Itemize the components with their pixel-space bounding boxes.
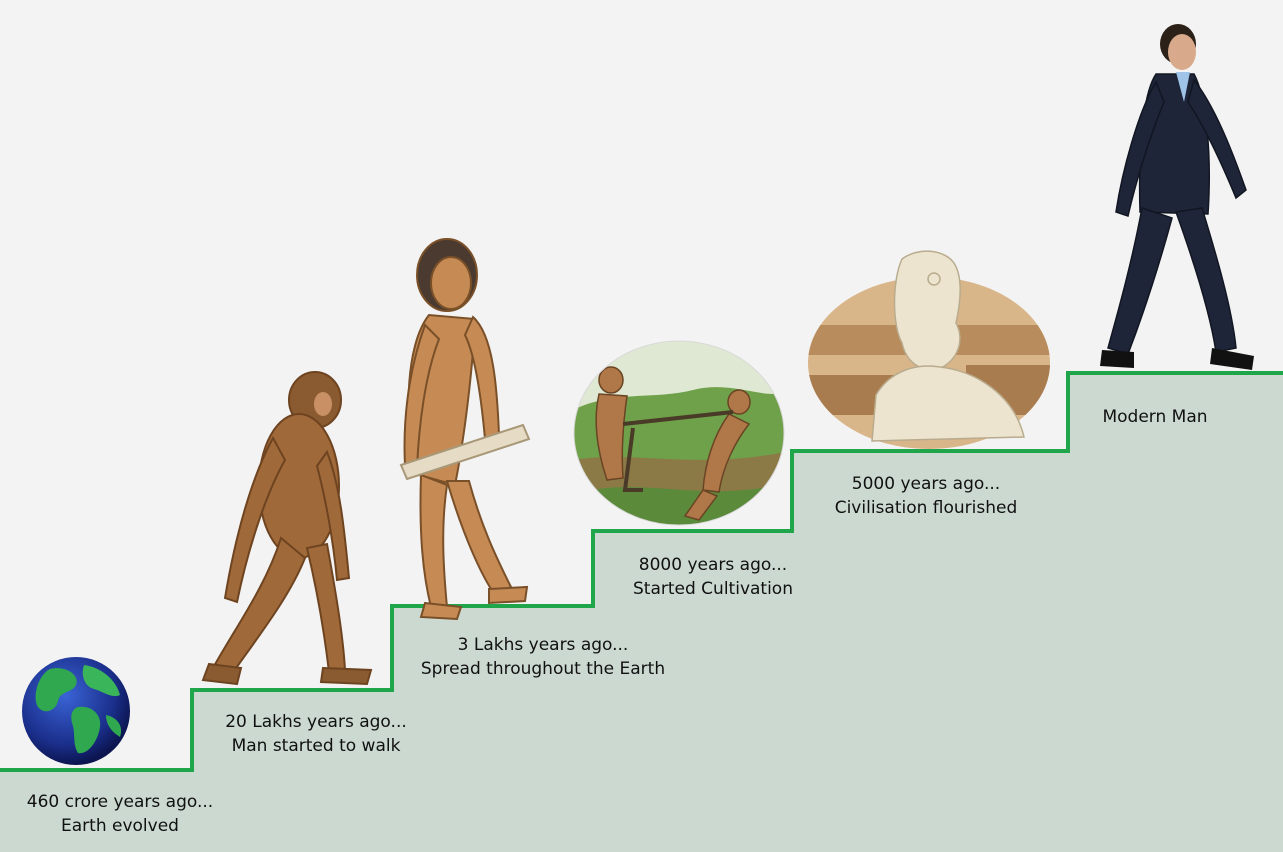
stage-event: Started Cultivation	[606, 577, 820, 601]
stage-label-man-started-to-walk: 20 Lakhs years ago... Man started to wal…	[196, 710, 436, 758]
early-man-with-club-icon	[385, 235, 555, 620]
stage-time: 3 Lakhs years ago...	[393, 633, 693, 657]
stage-time: 5000 years ago...	[806, 472, 1046, 496]
stage-label-earth-evolved: 460 crore years ago... Earth evolved	[0, 790, 240, 838]
stage-event: Earth evolved	[0, 814, 240, 838]
businessman-walking-icon	[1098, 22, 1260, 372]
stage-label-spread-throughout-earth: 3 Lakhs years ago... Spread throughout t…	[393, 633, 693, 681]
early-ape-walking-icon	[195, 368, 375, 690]
stage-label-modern-man: Modern Man	[1070, 405, 1240, 429]
priest-king-statue-icon	[806, 245, 1052, 450]
stage-event: Modern Man	[1070, 405, 1240, 429]
earth-globe-icon	[20, 655, 132, 767]
stage-time: 20 Lakhs years ago...	[196, 710, 436, 734]
stage-label-started-cultivation: 8000 years ago... Started Cultivation	[606, 553, 820, 601]
stage-event: Spread throughout the Earth	[393, 657, 693, 681]
stage-event: Civilisation flourished	[806, 496, 1046, 520]
stage-time: 460 crore years ago...	[0, 790, 240, 814]
ploughing-scene-icon	[573, 340, 785, 526]
stage-label-civilisation-flourished: 5000 years ago... Civilisation flourishe…	[806, 472, 1046, 520]
stage-event: Man started to walk	[196, 734, 436, 758]
stage-time: 8000 years ago...	[606, 553, 820, 577]
